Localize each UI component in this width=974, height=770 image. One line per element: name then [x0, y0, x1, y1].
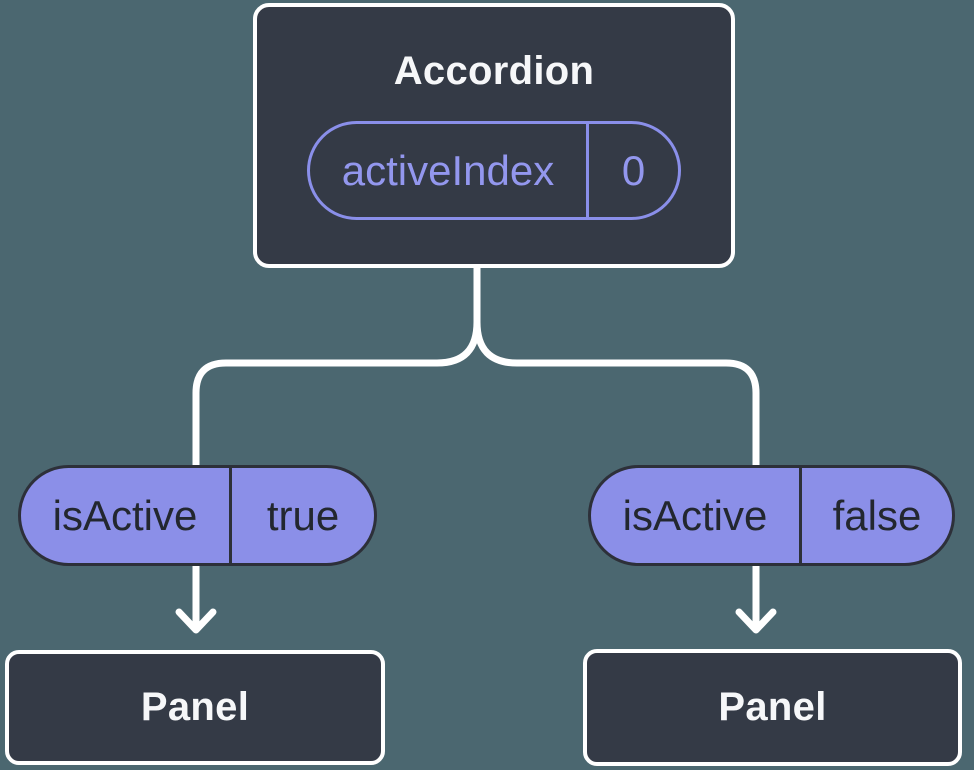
- panel-node-left: Panel: [5, 650, 385, 765]
- arrow-down-icon: [735, 608, 777, 634]
- arrow-down-icon: [175, 608, 217, 634]
- prop-pill-left-name: isActive: [52, 491, 198, 539]
- state-pill-name: activeIndex: [341, 146, 555, 194]
- prop-pill-left: isActive true: [18, 465, 377, 566]
- prop-pill-right: isActive false: [588, 465, 955, 566]
- accordion-node-title: Accordion: [393, 49, 595, 93]
- tree-connector: [192, 258, 760, 630]
- prop-pill-right-value: false: [799, 468, 952, 563]
- prop-pill-right-name: isActive: [622, 491, 768, 539]
- panel-node-right-title: Panel: [718, 685, 827, 729]
- state-pill: activeIndex 0: [307, 121, 681, 220]
- panel-node-right: Panel: [583, 649, 962, 766]
- accordion-node: Accordion activeIndex 0: [253, 3, 735, 268]
- prop-pill-left-value: true: [229, 468, 374, 563]
- state-pill-value: 0: [586, 124, 678, 217]
- panel-node-left-title: Panel: [140, 685, 250, 729]
